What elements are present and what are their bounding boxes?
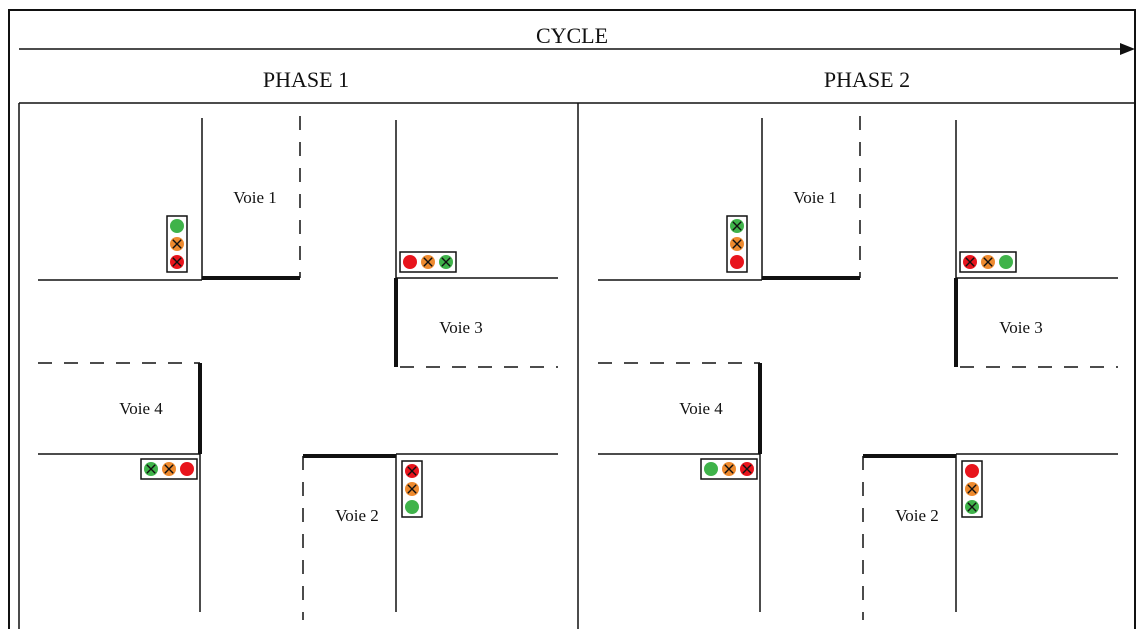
- lamp-off-cross: [724, 464, 734, 474]
- lane-label-voie-1: Voie 1: [233, 188, 277, 207]
- cycle-label: CYCLE: [536, 23, 608, 48]
- phase-1-title: PHASE 1: [263, 67, 349, 92]
- lamp-off-cross: [407, 466, 417, 476]
- lane-label-voie-3: Voie 3: [999, 318, 1043, 337]
- green-lamp: [999, 255, 1013, 269]
- lamp-off-cross: [164, 464, 174, 474]
- stop-lines: [198, 276, 398, 458]
- traffic-light-voie-2: [961, 460, 983, 518]
- phase-2-intersection: Voie 1 Voie 3 Voie 4 Voie 2: [598, 116, 1118, 620]
- traffic-light-voie-4: [140, 458, 198, 480]
- phase-2-title: PHASE 2: [824, 67, 910, 92]
- lane-label-voie-4: Voie 4: [679, 399, 723, 418]
- lane-label-voie-3: Voie 3: [439, 318, 483, 337]
- lamp-off-cross: [441, 257, 451, 267]
- green-lamp: [704, 462, 718, 476]
- lamp-off-cross: [172, 239, 182, 249]
- traffic-light-voie-1: [166, 215, 188, 273]
- red-lamp: [730, 255, 744, 269]
- lamp-off-cross: [742, 464, 752, 474]
- stop-lines: [758, 276, 958, 458]
- lamp-off-cross: [967, 502, 977, 512]
- traffic-light-voie-2: [401, 460, 423, 518]
- lamp-off-cross: [423, 257, 433, 267]
- green-lamp: [170, 219, 184, 233]
- lamp-off-cross: [967, 484, 977, 494]
- green-lamp: [405, 500, 419, 514]
- road-edges: [598, 118, 1118, 612]
- traffic-light-voie-4: [700, 458, 758, 480]
- cycle-arrow-head: [1120, 43, 1135, 55]
- lane-label-voie-1: Voie 1: [793, 188, 837, 207]
- lane-dividers: [38, 116, 558, 620]
- lane-label-voie-2: Voie 2: [335, 506, 379, 525]
- phase-1-intersection: Voie 1 Voie 3 Voie 4 Voie 2: [38, 116, 558, 620]
- road-edges: [38, 118, 558, 612]
- lamp-off-cross: [407, 484, 417, 494]
- lamp-off-cross: [146, 464, 156, 474]
- traffic-light-voie-3: [399, 251, 457, 273]
- red-lamp: [180, 462, 194, 476]
- lamp-off-cross: [732, 221, 742, 231]
- lamp-off-cross: [172, 257, 182, 267]
- red-lamp: [965, 464, 979, 478]
- lane-dividers: [598, 116, 1118, 620]
- red-lamp: [403, 255, 417, 269]
- outer-frame: [8, 9, 1136, 629]
- traffic-light-voie-3: [959, 251, 1017, 273]
- traffic-light-voie-1: [726, 215, 748, 273]
- lane-label-voie-2: Voie 2: [895, 506, 939, 525]
- lamp-off-cross: [965, 257, 975, 267]
- lamp-off-cross: [732, 239, 742, 249]
- lane-label-voie-4: Voie 4: [119, 399, 163, 418]
- lamp-off-cross: [983, 257, 993, 267]
